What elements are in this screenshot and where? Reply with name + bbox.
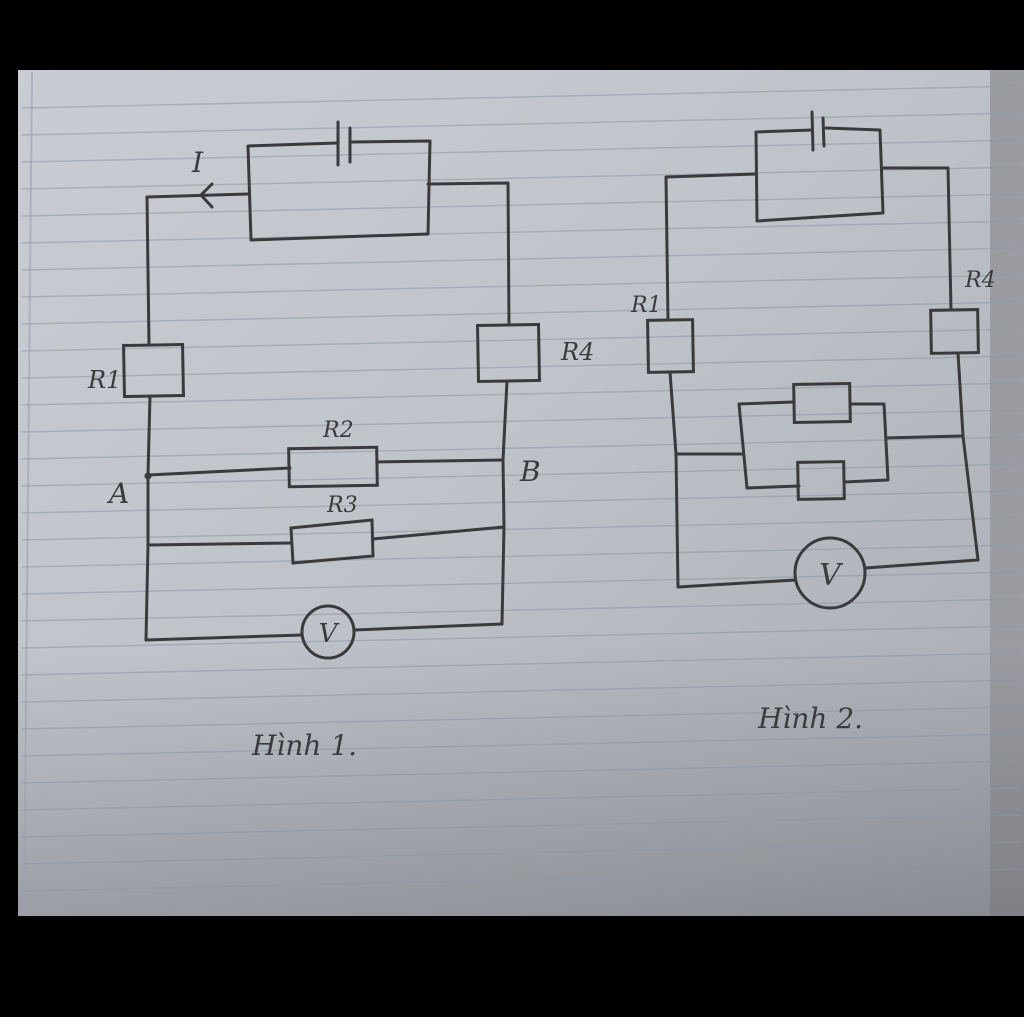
ruled-line — [21, 463, 1021, 487]
fig1-right-top-wire — [426, 181, 511, 327]
ruled-line — [21, 841, 1021, 865]
figure-1-circuit: I R1 R4 R2 R3 A B V Hình 1. — [87, 120, 594, 762]
fig2-voltmeter-circle — [793, 536, 867, 610]
ruled-line — [21, 436, 1021, 460]
fig1-node-b-label: B — [519, 455, 541, 488]
ruled-line — [21, 517, 1021, 541]
fig1-r4-label: R4 — [560, 338, 594, 366]
fig2-battery-plate-short — [821, 116, 826, 148]
ruled-line — [21, 355, 1021, 379]
fig1-voltmeter-circle — [300, 604, 356, 660]
ruled-line — [21, 706, 1021, 730]
fig1-resistor-r2 — [287, 445, 379, 489]
fig1-voltmeter-wire-right — [352, 622, 504, 632]
ruled-line — [21, 193, 1021, 217]
fig1-r3-wire-left — [146, 541, 293, 547]
ruled-line — [21, 220, 1021, 244]
fig2-caption: Hình 2. — [757, 702, 863, 735]
ruled-line — [21, 274, 1021, 298]
ruled-line — [21, 760, 1021, 784]
fig1-left-top-wire — [145, 192, 250, 347]
fig1-r3-label: R3 — [326, 493, 358, 518]
ruled-line — [21, 166, 1021, 190]
fig1-resistor-r1 — [122, 342, 185, 399]
fig1-node-a-label: A — [106, 477, 129, 510]
fig2-r1-label: R1 — [630, 293, 662, 318]
fig1-caption: Hình 1. — [251, 729, 357, 762]
ruled-line — [21, 85, 1021, 109]
margin-line — [23, 71, 33, 915]
fig2-voltmeter-label: V — [819, 558, 844, 593]
fig2-voltmeter-wire-left — [676, 578, 797, 589]
ruled-line — [21, 679, 1021, 703]
fig2-parallel-resistor-bottom — [796, 460, 846, 501]
ruled-line — [21, 382, 1021, 406]
fig2-voltmeter-wire-right — [863, 558, 980, 570]
fig2-left-top-wire — [664, 172, 758, 322]
fig2-battery-plate-long — [810, 110, 815, 152]
fig1-resistor-r4 — [475, 322, 542, 384]
fig1-r2-label: R2 — [322, 418, 354, 443]
fig1-right-rail — [500, 379, 509, 626]
ruled-line — [21, 328, 1021, 352]
fig2-parallel-left-bus — [737, 400, 801, 490]
ruled-line — [21, 139, 1021, 163]
fig1-r1-label: R1 — [87, 366, 121, 394]
fig1-battery-loop — [246, 139, 432, 242]
fig2-parallel-right-bus — [842, 402, 890, 484]
ruled-line — [21, 733, 1021, 757]
fig2-resistor-r4 — [929, 308, 980, 355]
fig1-node-a-dot — [144, 472, 152, 480]
ruled-lines — [21, 85, 1021, 892]
fig2-parallel-stub-right — [884, 434, 965, 440]
fig1-voltmeter-wire-left — [144, 633, 304, 642]
ruled-line — [21, 409, 1021, 433]
fig2-r4-label: R4 — [964, 268, 996, 293]
fig1-r2-wire-right — [375, 458, 505, 464]
fig2-battery-loop — [754, 126, 885, 223]
ruled-line — [21, 490, 1021, 514]
paper-shadow — [18, 640, 1024, 916]
ruled-line — [21, 247, 1021, 271]
fig2-right-top-wire — [880, 166, 953, 312]
figure-2-circuit: R1 R4 V Hình 2. — [630, 110, 996, 735]
fig1-current-label: I — [191, 146, 204, 179]
ruled-line — [21, 301, 1021, 325]
fig1-resistor-r3 — [289, 518, 375, 565]
fig1-left-rail — [144, 394, 152, 642]
ruled-line — [21, 598, 1021, 622]
fig1-current-arrow — [199, 182, 214, 209]
ruled-line — [21, 652, 1021, 676]
ruled-line — [21, 787, 1021, 811]
fig1-r3-wire-right — [371, 525, 506, 541]
fig1-voltmeter-label: V — [319, 619, 340, 649]
ruled-line — [21, 868, 1021, 892]
ruled-line — [21, 571, 1021, 595]
ruled-line — [21, 112, 1021, 136]
ruled-line — [21, 625, 1021, 649]
ruled-line — [21, 814, 1021, 838]
fig1-r2-wire-left — [146, 466, 292, 477]
